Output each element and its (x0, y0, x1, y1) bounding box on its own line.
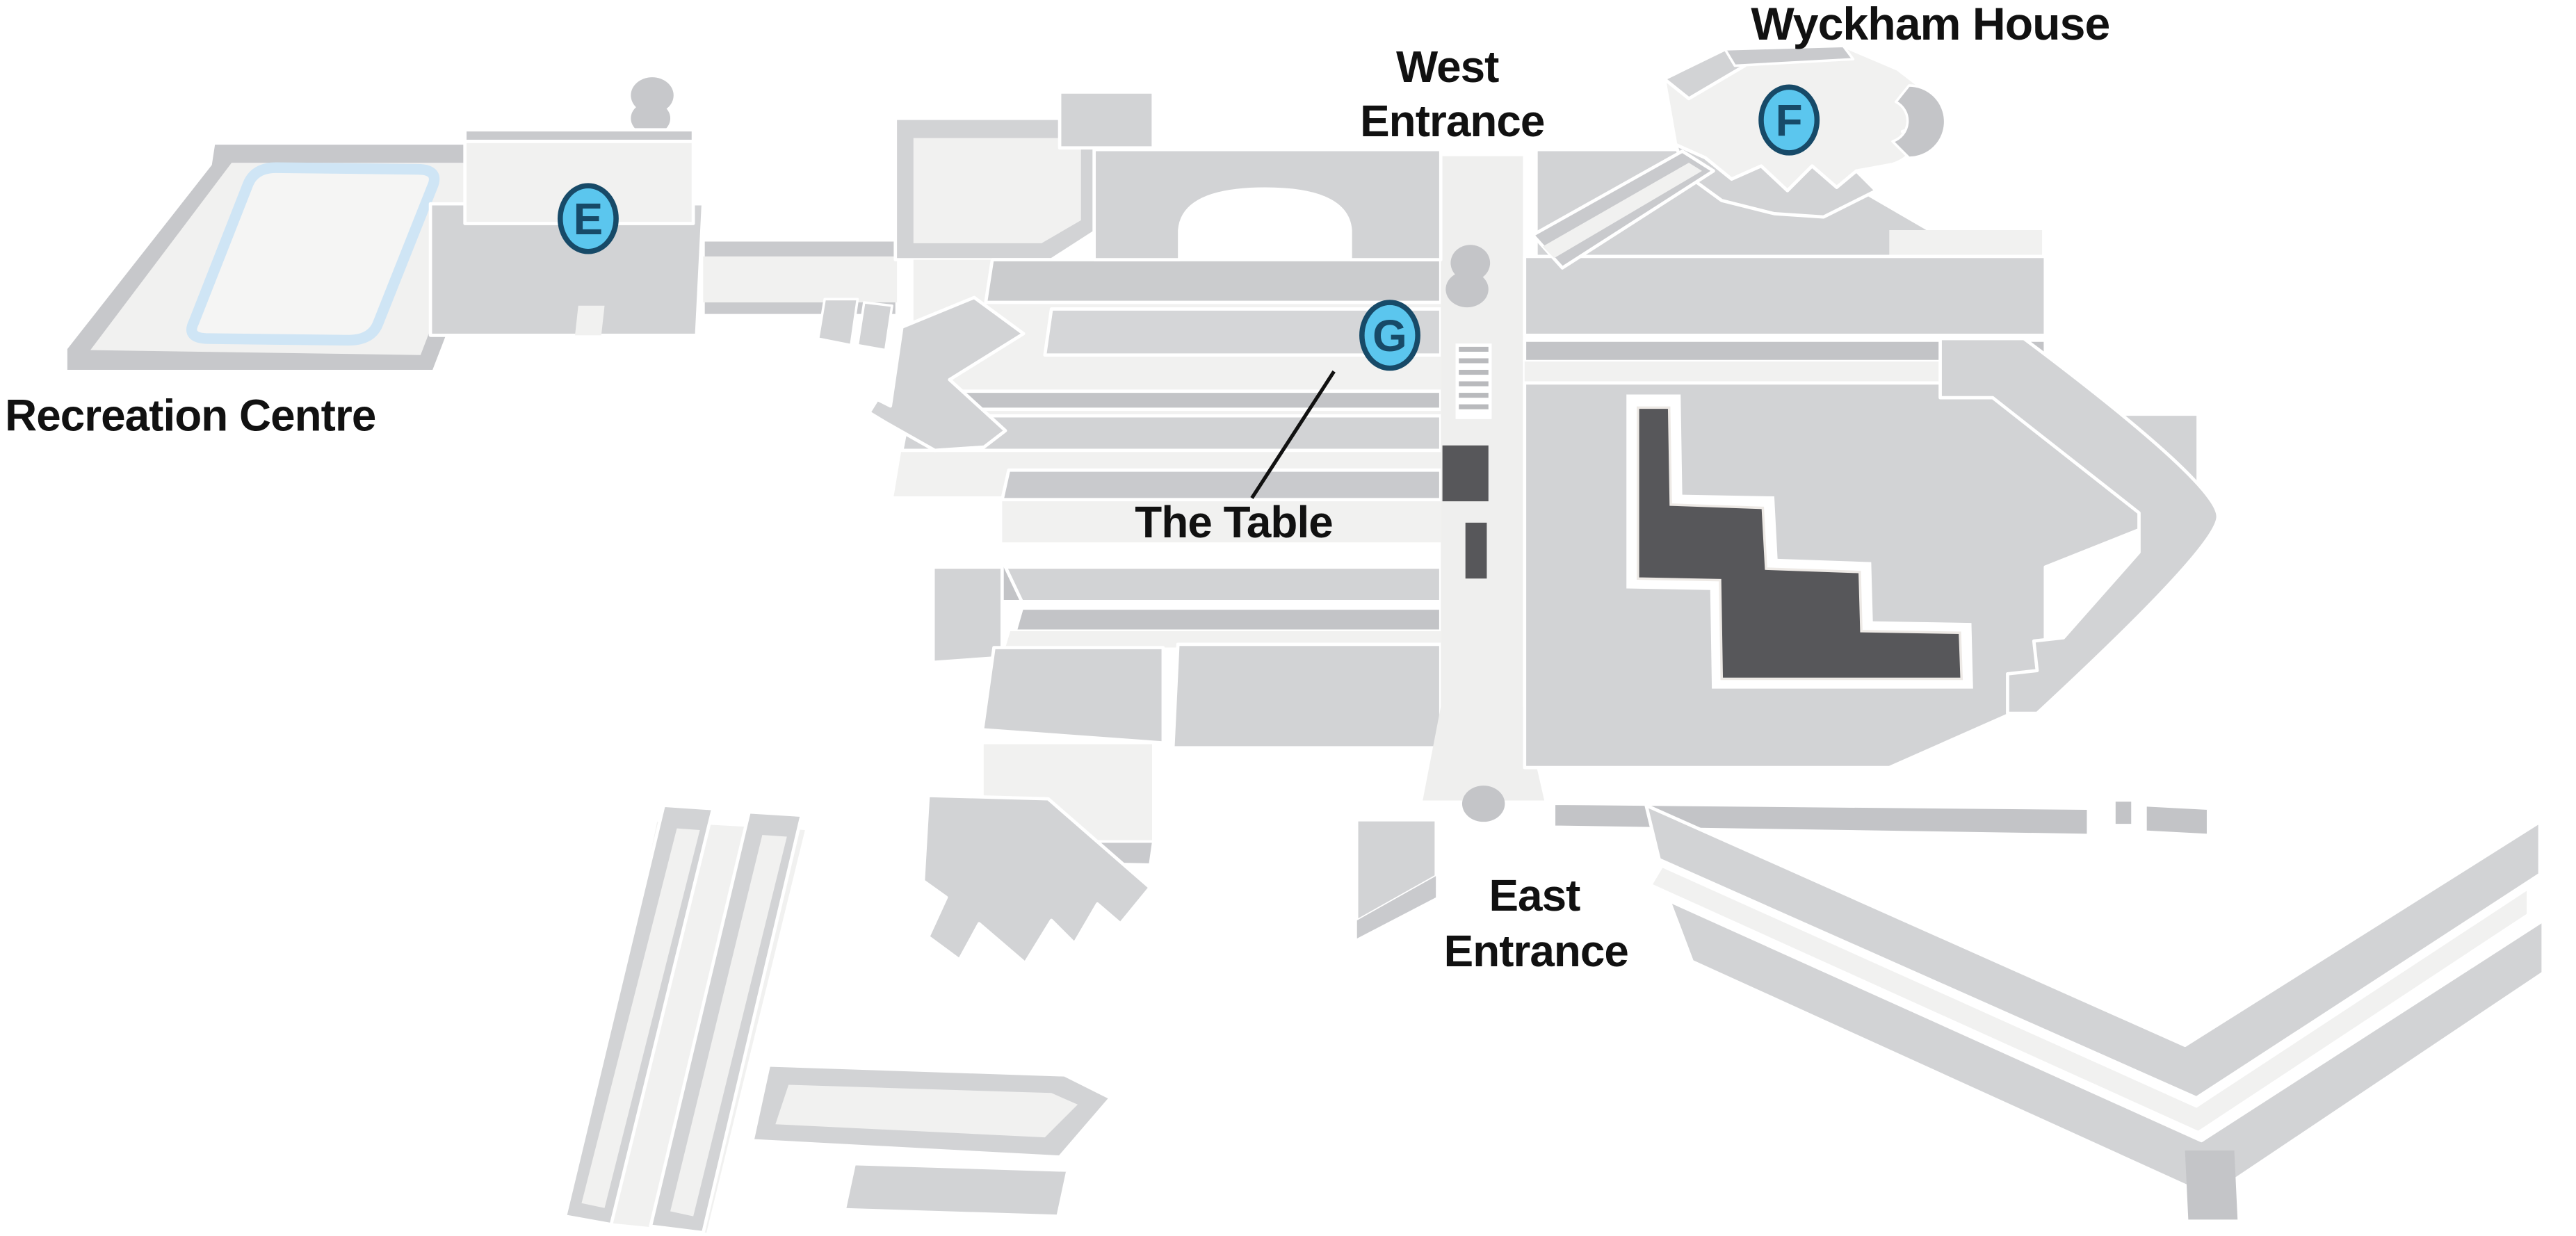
escalator-step (1459, 346, 1489, 352)
lower-wing-row2-right (1171, 642, 1443, 750)
cluster-bar-west-court (581, 828, 700, 1208)
central-lower-wing (931, 563, 1443, 939)
escalator-steps (1459, 346, 1489, 409)
elevator-block-large (1442, 445, 1489, 502)
v-building-court (1653, 868, 2527, 1131)
north-building-arch-wing (1092, 147, 1443, 261)
wyckham-curved-wing (1891, 84, 1947, 159)
south-east-slab-wall (1356, 876, 1436, 939)
zigzag-building (921, 793, 1152, 965)
v-building-inner (1644, 804, 2542, 1100)
the-table-leader-line (1250, 370, 1336, 499)
label-east-entrance-line1: East (1489, 870, 1580, 920)
building-e-block (428, 77, 705, 337)
marker-g-letter: G (1372, 311, 1407, 361)
marker-e[interactable]: E (557, 183, 619, 254)
wyckham-north-band (1724, 44, 1855, 67)
lower-wing-left-block (931, 565, 1004, 665)
main-corridor (1423, 156, 1545, 822)
wyckham-bridge (1531, 149, 1715, 270)
e-block-floor (463, 139, 695, 225)
v-building-vertex-wall (2185, 1150, 2238, 1220)
label-west-entrance-line1: West (1396, 42, 1499, 92)
cluster-bar-lower (843, 1162, 1070, 1218)
lower-wing-row2-left (980, 646, 1165, 745)
central-band-f (1000, 468, 1443, 502)
label-east-entrance-line2: Entrance (1444, 926, 1628, 976)
hub-building (816, 90, 1156, 352)
label-the-table: The Table (1135, 497, 1332, 547)
label-recreation-centre: Recreation Centre (5, 390, 375, 440)
hub-floor (913, 138, 1081, 243)
link-corridor-floor (703, 256, 898, 303)
elevator-block-small (1465, 522, 1487, 579)
east-building-floor-strip (1524, 361, 2046, 383)
central-band-sliver (946, 389, 1443, 412)
marker-f[interactable]: F (1758, 84, 1820, 156)
east-building-top-band (1523, 254, 2048, 337)
corridor-column-north-1 (1450, 245, 1491, 282)
bridge-floor (1542, 163, 1702, 259)
stairs-surround (1626, 394, 1973, 689)
small-block-above-arch (1058, 90, 1156, 150)
east-building (1523, 230, 2220, 770)
label-wyckham-house: Wyckham House (1751, 0, 2109, 50)
east-building-light-tab (1889, 230, 2043, 259)
wyckham-south-zigzag-wing (1674, 143, 1878, 219)
marker-g-bubble[interactable] (1359, 300, 1420, 371)
west-link-corridor (701, 238, 899, 318)
lower-wing-top-band (1003, 565, 1443, 603)
corridor-column-north-2 (1445, 271, 1489, 308)
corridor-column-south (1461, 786, 1505, 822)
grand-staircase-dark (1637, 406, 1963, 681)
east-long-bar-tab (2113, 799, 2134, 827)
southeast-v-buildings (1553, 799, 2545, 1220)
escalator-step (1459, 381, 1489, 387)
v-building-outer (1667, 899, 2545, 1198)
ice-rink-outline (186, 162, 440, 346)
tower-column-bottom (631, 101, 671, 135)
marker-e-bubble[interactable] (557, 183, 619, 254)
east-long-bar-segment (2144, 804, 2210, 836)
cluster-bar-horizontal-court (775, 1084, 1078, 1138)
escalator-step (1459, 369, 1489, 375)
recreation-centre-building (64, 141, 515, 373)
east-chevron-building (1938, 336, 2220, 715)
escalator-step (1459, 393, 1489, 398)
e-block-floor-notch (575, 305, 605, 336)
southwest-cluster (563, 793, 1152, 1235)
escalator-step (1459, 404, 1489, 409)
cluster-bar-east-court (670, 835, 787, 1217)
small-annex-2 (856, 301, 893, 352)
lower-wing-dark-band (1013, 606, 1443, 633)
central-west-chevron-building (867, 295, 1026, 453)
central-band-a (984, 258, 1443, 304)
marker-f-letter: F (1776, 95, 1803, 145)
escalator-step (1459, 358, 1489, 364)
label-west-entrance-line2: Entrance (1360, 96, 1544, 146)
marker-g[interactable]: G (1359, 300, 1420, 371)
small-annex-1 (816, 298, 859, 347)
marker-e-letter: E (574, 194, 604, 244)
marker-f-bubble[interactable] (1758, 84, 1820, 156)
